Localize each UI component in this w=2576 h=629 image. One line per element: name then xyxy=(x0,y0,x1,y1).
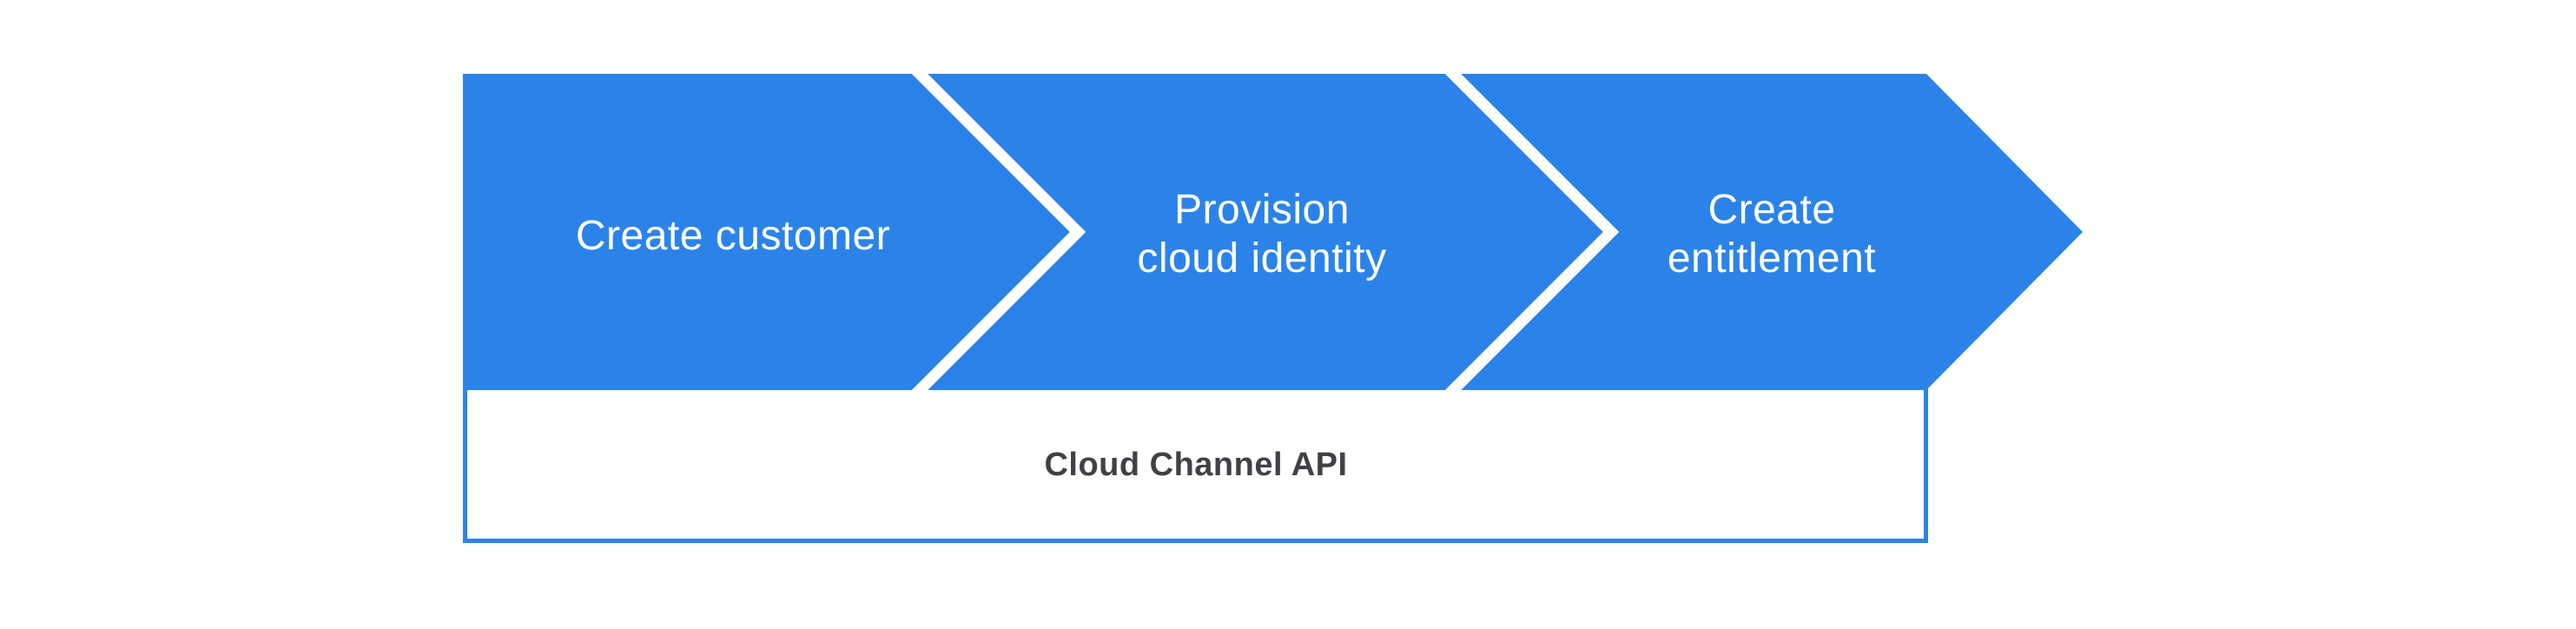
api-box xyxy=(463,371,1928,543)
step-label-create-entitlement-line2: entitlement xyxy=(1668,235,1876,281)
chevron-separator-1 xyxy=(909,63,1087,401)
chevron-separator-2 xyxy=(1443,63,1620,401)
step-label-create-entitlement-line1: Create xyxy=(1707,187,1835,233)
step-label-create-customer: Create customer xyxy=(576,213,890,259)
process-arrow-banner xyxy=(463,74,2083,390)
step-label-provision-cloud-identity-line1: Provision xyxy=(1174,187,1350,233)
api-box-label: Cloud Channel API xyxy=(1044,447,1347,483)
step-label-provision-cloud-identity-line2: cloud identity xyxy=(1137,235,1386,281)
